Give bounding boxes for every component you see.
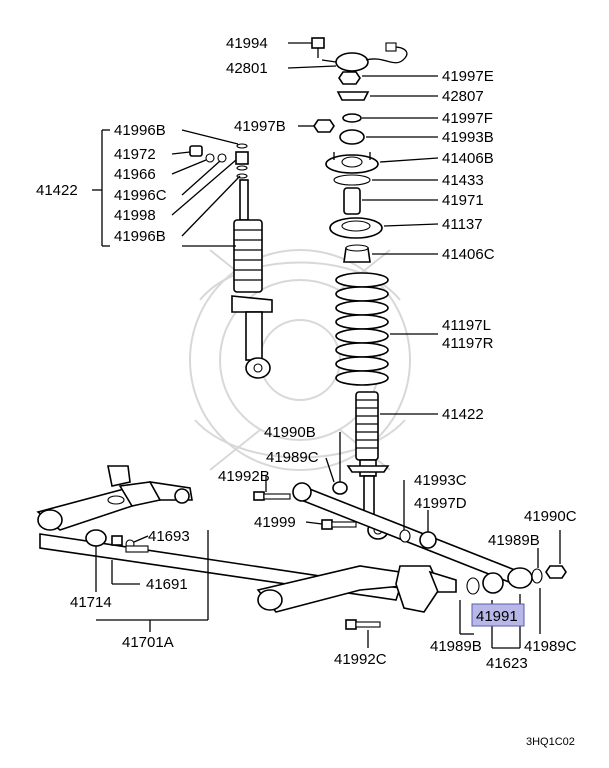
label-41996B-bottom: 41996B	[114, 228, 166, 245]
label-41997D: 41997D	[414, 495, 467, 512]
label-41996B-top: 41996B	[114, 122, 166, 139]
footer-code: 3HQ1C02	[526, 736, 575, 748]
label-41691: 41691	[146, 576, 188, 593]
label-41990B: 41990B	[264, 424, 316, 441]
label-41714: 41714	[70, 594, 112, 611]
label-41990C: 41990C	[524, 508, 577, 525]
label-41997E: 41997E	[442, 68, 494, 85]
label-41991: 41991	[476, 608, 518, 625]
label-42801: 42801	[226, 60, 268, 77]
label-41197L: 41197L	[442, 317, 491, 334]
highlight-box-41991	[471, 603, 525, 627]
label-41989B-bottom: 41989B	[430, 638, 482, 655]
label-41406B: 41406B	[442, 150, 494, 167]
left-shock-absorber	[189, 143, 273, 379]
label-41623: 41623	[486, 655, 528, 672]
coil-spring	[335, 272, 389, 386]
label-41994: 41994	[226, 35, 268, 52]
label-41993B: 41993B	[442, 129, 494, 146]
label-41997F: 41997F	[442, 110, 493, 127]
suspension-arms	[36, 465, 457, 613]
label-41993C: 41993C	[414, 472, 467, 489]
label-41999: 41999	[254, 514, 296, 531]
label-41971: 41971	[442, 192, 484, 209]
lateral-rod	[253, 481, 567, 630]
label-41137: 41137	[442, 216, 483, 233]
label-41992C: 41992C	[334, 651, 387, 668]
label-41433: 41433	[442, 172, 484, 189]
label-41998: 41998	[114, 207, 156, 224]
label-41966: 41966	[114, 166, 156, 183]
part-labels: 41994 42801 41997E 42807 41997F 41993B 4…	[36, 35, 577, 748]
label-42807: 42807	[442, 88, 484, 105]
label-41989C-lower: 41989C	[524, 638, 577, 655]
label-41197R: 41197R	[442, 335, 494, 352]
label-41422-left: 41422	[36, 182, 78, 199]
label-41997B: 41997B	[234, 118, 286, 135]
label-41992B: 41992B	[218, 468, 270, 485]
label-41422-right: 41422	[442, 406, 484, 423]
label-41989B-right: 41989B	[488, 532, 540, 549]
label-41693: 41693	[148, 528, 190, 545]
label-41996C: 41996C	[114, 187, 167, 204]
top-mount-parts	[311, 37, 408, 263]
label-41972: 41972	[114, 146, 156, 163]
label-41989C-upper: 41989C	[266, 449, 319, 466]
label-41701A: 41701A	[122, 634, 174, 651]
label-41406C: 41406C	[442, 246, 495, 263]
